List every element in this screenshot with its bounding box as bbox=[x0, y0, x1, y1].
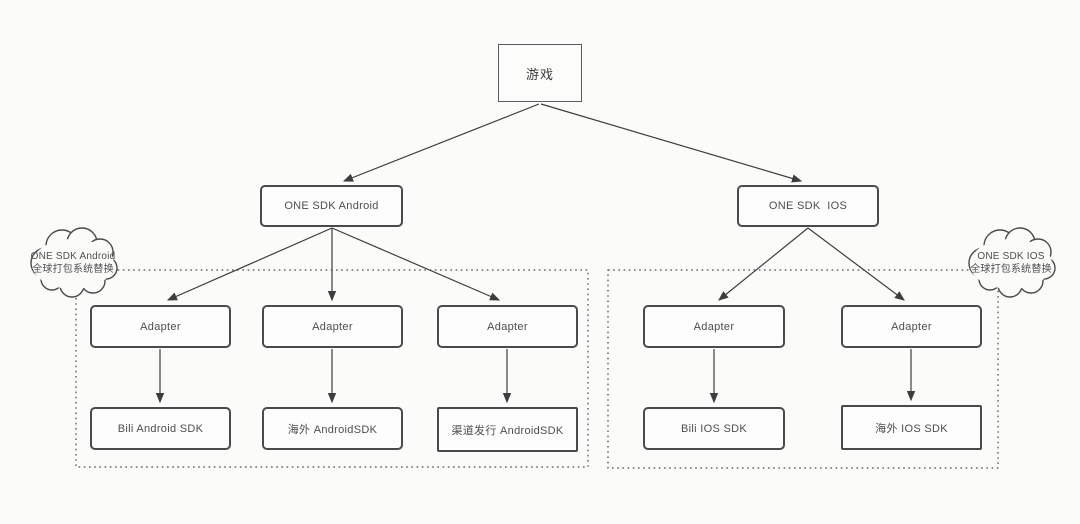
node-one-sdk-ios-label: ONE SDK IOS bbox=[768, 200, 848, 212]
adapter-label: Adapter bbox=[140, 320, 181, 333]
node-one-sdk-android: ONE SDK Android bbox=[260, 185, 403, 227]
node-ios-adapter-2: Adapter bbox=[841, 305, 982, 348]
sdk-label: 海外 IOS SDK bbox=[875, 422, 948, 435]
connector-arrows bbox=[155, 103, 916, 404]
node-android-adapter-1: Adapter bbox=[90, 305, 231, 348]
sdk-label: Bili IOS SDK bbox=[681, 422, 747, 435]
node-channel-android-sdk: 渠道发行 AndroidSDK bbox=[437, 407, 578, 452]
node-game-label: 游戏 bbox=[525, 66, 554, 82]
node-android-adapter-2: Adapter bbox=[262, 305, 403, 348]
node-overseas-android-sdk: 海外 AndroidSDK bbox=[262, 407, 403, 450]
node-ios-adapter-1: Adapter bbox=[643, 305, 785, 348]
node-one-sdk-android-label: ONE SDK Android bbox=[284, 200, 379, 212]
ios-cloud-annotation: ONE SDK IOS 全球打包系统替换 bbox=[967, 250, 1055, 276]
adapter-label: Adapter bbox=[693, 320, 735, 333]
adapter-label: Adapter bbox=[487, 320, 528, 333]
sdk-label: Bili Android SDK bbox=[117, 422, 204, 435]
sdk-label: 渠道发行 AndroidSDK bbox=[451, 424, 564, 437]
ios-group-boundary bbox=[607, 269, 999, 469]
node-bili-ios-sdk: Bili IOS SDK bbox=[643, 407, 785, 450]
node-bili-android-sdk: Bili Android SDK bbox=[90, 407, 231, 450]
sdk-label: 海外 AndroidSDK bbox=[287, 423, 378, 436]
android-cloud-annotation: ONE SDK Android 全球打包系统替换 bbox=[29, 250, 117, 276]
adapter-label: Adapter bbox=[312, 320, 353, 333]
adapter-label: Adapter bbox=[891, 320, 932, 333]
node-game: 游戏 bbox=[498, 44, 582, 102]
node-one-sdk-ios: ONE SDK IOS bbox=[737, 185, 879, 227]
android-cloud-icon bbox=[30, 227, 118, 298]
android-cloud-line1: ONE SDK Android bbox=[30, 251, 116, 262]
node-overseas-ios-sdk: 海外 IOS SDK bbox=[841, 405, 982, 450]
node-android-adapter-3: Adapter bbox=[437, 305, 578, 348]
ios-cloud-line2: 全球打包系统替换 bbox=[970, 264, 1052, 275]
ios-cloud-icon bbox=[968, 227, 1056, 298]
ios-cloud-line1: ONE SDK IOS bbox=[977, 251, 1045, 262]
android-cloud-line2: 全球打包系统替换 bbox=[32, 264, 114, 275]
